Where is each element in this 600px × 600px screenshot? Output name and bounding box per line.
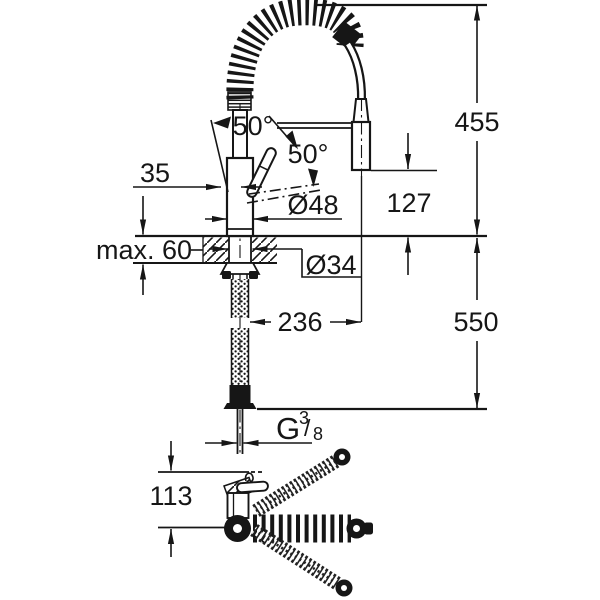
thread-numerator: 3 xyxy=(299,408,309,428)
dim-shank-diameter: Ø34 xyxy=(305,250,356,280)
thread-letter: G xyxy=(276,411,300,446)
mounting-stud-right xyxy=(249,271,258,279)
braided-hose-lower xyxy=(231,328,249,385)
dim-plan-height: 113 xyxy=(149,481,192,511)
dim-hose-length: 550 xyxy=(453,307,498,337)
hose-fitting xyxy=(229,385,251,403)
dim-body-diameter: Ø48 xyxy=(287,190,338,220)
spout-angle-leg-left xyxy=(210,119,229,193)
dim-reach: 236 xyxy=(277,307,322,337)
dim-connection-thread: G 3 / 8 xyxy=(276,408,323,446)
dim-spout-angle: 50° xyxy=(233,111,274,141)
handle-swivel-ghost-line xyxy=(248,183,320,195)
hose-flare xyxy=(223,403,257,409)
mounting-stud-left xyxy=(222,271,231,279)
plan-view xyxy=(223,448,373,597)
shank-edges xyxy=(228,236,252,263)
plan-lever xyxy=(236,480,269,494)
dim-handle-angle: 50° xyxy=(288,139,329,169)
spout-angle-arrow-left xyxy=(213,116,231,129)
supply-shank xyxy=(219,236,261,454)
thread-slash: / xyxy=(304,415,311,441)
front-view xyxy=(133,0,487,456)
handle-angle-arrow xyxy=(308,168,318,187)
spring-spout xyxy=(226,0,367,111)
dim-overall-height: 455 xyxy=(454,107,499,137)
plan-hose-upper xyxy=(252,448,351,517)
spring-lower-end xyxy=(227,91,252,111)
spray-hose-inner xyxy=(346,42,364,101)
thread-denominator: 8 xyxy=(313,424,323,444)
dim-head-clearance: 127 xyxy=(386,188,431,218)
plan-hose-lower xyxy=(250,524,353,597)
braided-hose-upper xyxy=(231,279,249,318)
dim-spout-offset: 35 xyxy=(140,158,170,188)
spray-head xyxy=(277,98,372,176)
spring-coil xyxy=(226,0,364,100)
plan-body xyxy=(226,492,250,519)
dimensions: 455 550 127 35 Ø48 max. 60 Ø34 236 xyxy=(96,5,500,557)
spring-end-cap xyxy=(332,21,362,51)
handle-swivel-ghost-line-2 xyxy=(246,189,322,204)
spout-angle-arrow-right xyxy=(285,130,298,150)
plan-spring-spout xyxy=(224,514,373,543)
thread-stub xyxy=(236,409,244,454)
dim-max-deck-thickness: max. 60 xyxy=(96,235,192,265)
